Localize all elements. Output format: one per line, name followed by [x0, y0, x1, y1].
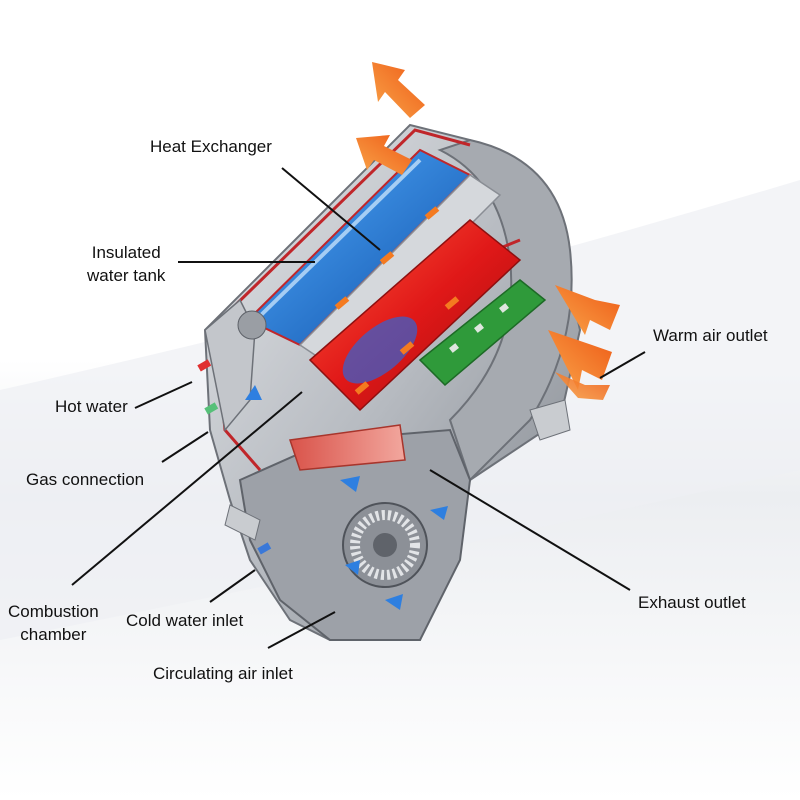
- leader-cold-water: [209, 569, 256, 603]
- leader-heat-exchanger: [281, 167, 381, 251]
- label-insulated-line2: water tank: [87, 266, 166, 285]
- exhaust-pipe: [289, 424, 406, 471]
- label-exhaust-outlet: Exhaust outlet: [638, 593, 746, 612]
- label-combustion-line1: Combustion: [8, 602, 99, 621]
- leader-gas: [161, 431, 209, 463]
- leader-exhaust: [429, 469, 631, 591]
- burner-flame: [342, 316, 418, 384]
- label-combustion-line2: chamber: [20, 625, 87, 644]
- circuit-board: [418, 279, 547, 387]
- leader-circulating-air: [267, 611, 336, 649]
- label-heat-exchanger: Heat Exchanger: [150, 137, 272, 156]
- internal-flow-markers: [334, 206, 460, 395]
- label-circulating-air-inlet: Circulating air inlet: [153, 664, 293, 683]
- leader-warm-air: [599, 351, 646, 379]
- blower-fan: [342, 502, 428, 588]
- pipe-connectors: [197, 359, 272, 555]
- label-combustion-chamber: Combustion chamber: [8, 600, 99, 646]
- leader-lines: [71, 167, 646, 649]
- leader-combustion: [71, 391, 303, 586]
- label-insulated-water-tank: Insulated water tank: [87, 241, 165, 287]
- label-warm-air-outlet: Warm air outlet: [653, 326, 768, 345]
- flow-arrows-top: [356, 62, 425, 175]
- air-inlet-arrows: [245, 385, 448, 610]
- warm-air-arrows: [548, 285, 620, 400]
- label-hot-water: Hot water: [55, 397, 128, 416]
- label-gas-connection: Gas connection: [26, 470, 145, 489]
- label-insulated-line1: Insulated: [91, 243, 161, 262]
- label-cold-water-inlet: Cold water inlet: [126, 611, 244, 630]
- leader-hot-water: [134, 381, 193, 409]
